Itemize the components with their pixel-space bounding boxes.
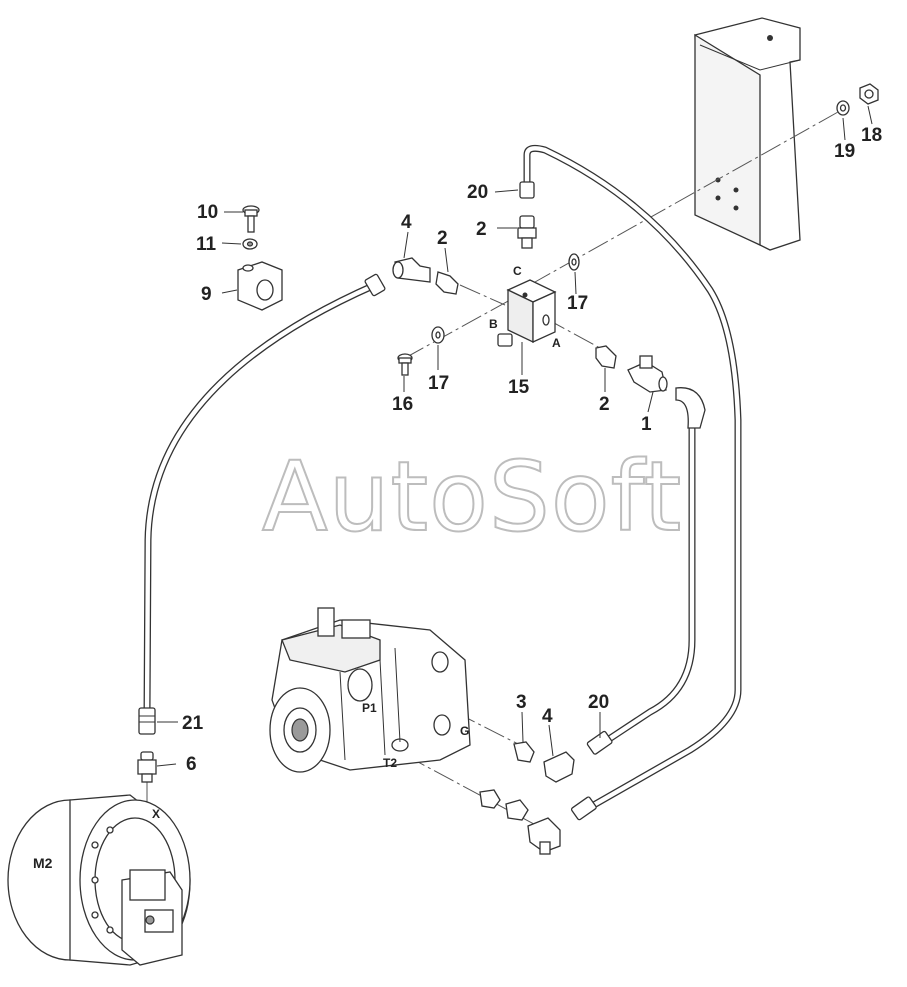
port-label-t2: T2 [383, 756, 397, 770]
fitting-t2-1 [479, 789, 501, 809]
callout-3: 3 [516, 692, 527, 713]
callout-2-right: 2 [599, 394, 610, 415]
fitting-t2-2 [505, 799, 529, 821]
callout-2-top: 2 [476, 219, 487, 240]
axis-pump-t2 [404, 754, 546, 831]
callout-4-top: 4 [401, 212, 412, 233]
hose-end-fitting-21-top [364, 273, 386, 297]
elbow-fitting-4-top [392, 257, 431, 283]
adapter-2-right [595, 345, 617, 369]
washer-17-right [568, 253, 580, 271]
callout-2-left: 2 [437, 228, 448, 249]
hose-20-short [596, 416, 696, 749]
washer-19 [836, 100, 850, 116]
nut-18 [859, 83, 879, 105]
port-label-p1: P1 [362, 701, 377, 715]
adapter-2-left [435, 271, 459, 295]
callout-15: 15 [508, 377, 530, 398]
port-label-x: X [152, 807, 160, 821]
port-label-b: B [489, 317, 498, 331]
callout-1: 1 [641, 414, 652, 435]
callout-4-lower: 4 [542, 706, 553, 727]
washer-11 [242, 238, 258, 250]
screw-16 [397, 353, 413, 376]
callout-6: 6 [186, 754, 197, 775]
callout-20-lower: 20 [588, 692, 609, 713]
axis-block-port-b [459, 284, 506, 306]
tee-fitting-1 [627, 355, 668, 393]
hose-end-fitting-20-bottom [570, 730, 613, 821]
adapter-3 [513, 741, 535, 763]
callout-21: 21 [182, 713, 204, 734]
axis-bracket-to-block [534, 111, 839, 283]
valve-block-15 [497, 279, 557, 347]
watermark-text: AutoSoft [262, 441, 682, 553]
hose-21 [143, 281, 379, 719]
callout-17-right: 17 [567, 293, 588, 314]
callout-16: 16 [392, 394, 413, 415]
adapter-2-top [517, 215, 537, 249]
elbow-fitting-4-lower [543, 751, 575, 783]
travel-motor-m2 [7, 794, 191, 966]
callout-18: 18 [861, 125, 882, 146]
callout-9: 9 [201, 284, 212, 305]
mounting-bracket [694, 17, 801, 251]
hose-elbow-fitting [675, 387, 706, 429]
callout-20-top: 20 [467, 182, 488, 203]
axis-block-to-screw [404, 299, 511, 359]
callout-19: 19 [834, 141, 855, 162]
adapter-6 [137, 751, 157, 783]
hose-end-fitting-20-top [519, 181, 535, 199]
port-label-c: C [513, 264, 522, 278]
tee-fitting-t2 [527, 817, 561, 855]
port-label-g: G [460, 724, 469, 738]
hose-20-long [523, 144, 742, 814]
screw-10 [242, 205, 260, 233]
port-label-a: A [552, 336, 561, 350]
port-label-m2: M2 [33, 855, 53, 871]
hydraulic-pump [269, 607, 471, 773]
washer-17-left [431, 326, 445, 344]
hose-end-fitting-21-bottom [138, 707, 156, 735]
callout-10: 10 [197, 202, 218, 223]
clamp-9 [237, 261, 283, 311]
callout-11: 11 [196, 234, 217, 255]
callout-17-left: 17 [428, 373, 449, 394]
